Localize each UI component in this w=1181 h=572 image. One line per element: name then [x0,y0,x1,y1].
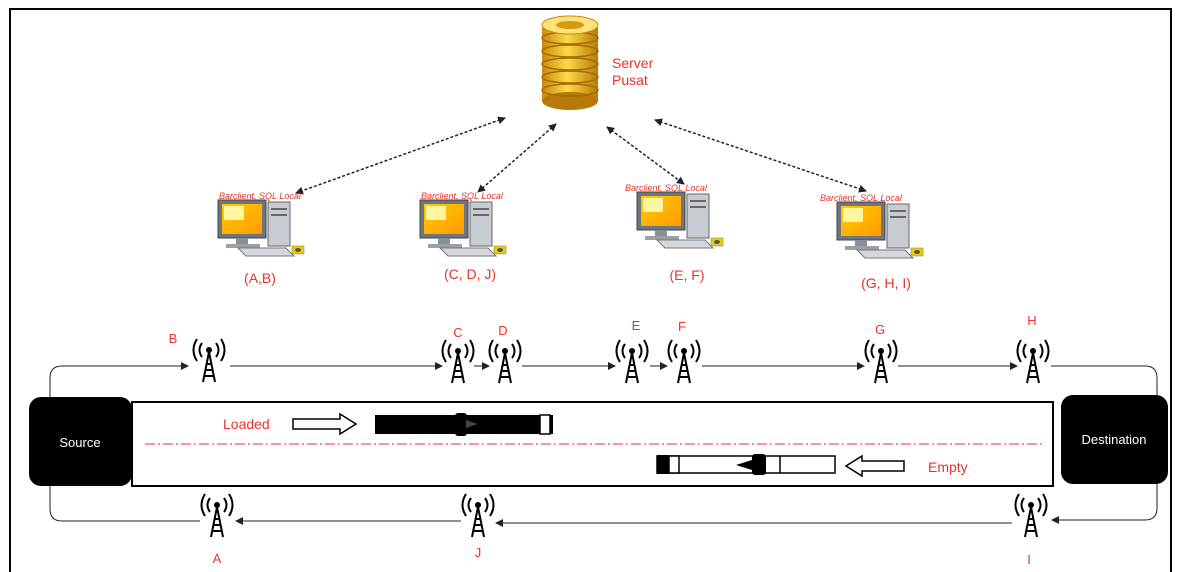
server-label-line1: Server [612,55,654,71]
client-caption: Barclient, SQL Local [625,183,708,193]
antenna-icon [615,339,649,384]
antenna-icon [461,493,495,538]
client-group-label: (E, F) [670,267,705,283]
client-caption: Barclient, SQL Local [219,191,302,201]
antenna-icon [192,338,226,383]
tower-label: F [678,319,686,334]
route-bottom-exit [49,486,200,522]
tower-C: C [441,325,475,384]
tower-label: G [875,322,885,337]
tower-B: B [169,331,226,383]
client-node-4: Barclient, SQL Local (G, H, I) [820,193,924,291]
tower-label: H [1027,313,1036,328]
source-box [29,397,132,486]
empty-train-icon [656,454,836,475]
antenna-icon [441,339,475,384]
tower-J: J [461,493,495,560]
tower-label: A [213,551,222,566]
tower-D: D [488,323,522,384]
client-caption: Barclient, SQL Local [820,193,903,203]
client-group-label: (A,B) [244,270,276,286]
antenna-icon [667,339,701,384]
tower-A: A [200,493,234,566]
server-database-icon [541,15,599,110]
link-server-client-3 [606,126,685,185]
tower-label: D [498,323,507,338]
link-server-client-4 [654,118,867,193]
link-server-client-2 [477,123,557,193]
route-bottom-entry [1051,484,1158,524]
client-caption: Barclient, SQL Local [421,191,504,201]
tower-I: I [1014,493,1048,567]
tower-label: E [632,318,641,333]
antenna-icon [1014,493,1048,538]
client-group-label: (C, D, J) [444,266,496,282]
client-group-label: (G, H, I) [861,275,911,291]
antenna-icon [864,339,898,384]
source-label: Source [59,435,100,450]
empty-arrow-icon [844,454,905,478]
loaded-train-icon [375,413,553,436]
antenna-icon [200,493,234,538]
diagram-frame [9,8,1172,572]
server-label-line2: Pusat [612,72,648,88]
link-server-client-1 [295,116,506,195]
computer-icon [217,199,305,257]
tower-label: C [453,325,462,340]
computer-icon [419,199,507,257]
tower-label: J [475,545,482,560]
destination-label: Destination [1081,432,1146,447]
tower-H: H [1016,313,1050,384]
tower-label: B [169,331,178,346]
tower-E: E [615,318,649,384]
empty-label: Empty [928,459,968,475]
computer-icon [836,201,924,259]
tower-F: F [667,319,701,384]
loaded-arrow-icon [292,412,358,436]
client-node-1: Barclient, SQL Local (A,B) [217,191,305,286]
computer-icon [636,191,724,249]
antenna-icon [1016,339,1050,384]
route-top-exit [1051,365,1158,398]
client-node-3: Barclient, SQL Local (E, F) [625,183,724,283]
loaded-label: Loaded [223,416,270,432]
antenna-icon [488,339,522,384]
destination-box [1061,395,1168,484]
client-node-2: Barclient, SQL Local (C, D, J) [419,191,507,282]
tower-label: I [1027,552,1031,567]
route-top-entry [49,362,189,400]
tower-G: G [864,322,898,384]
